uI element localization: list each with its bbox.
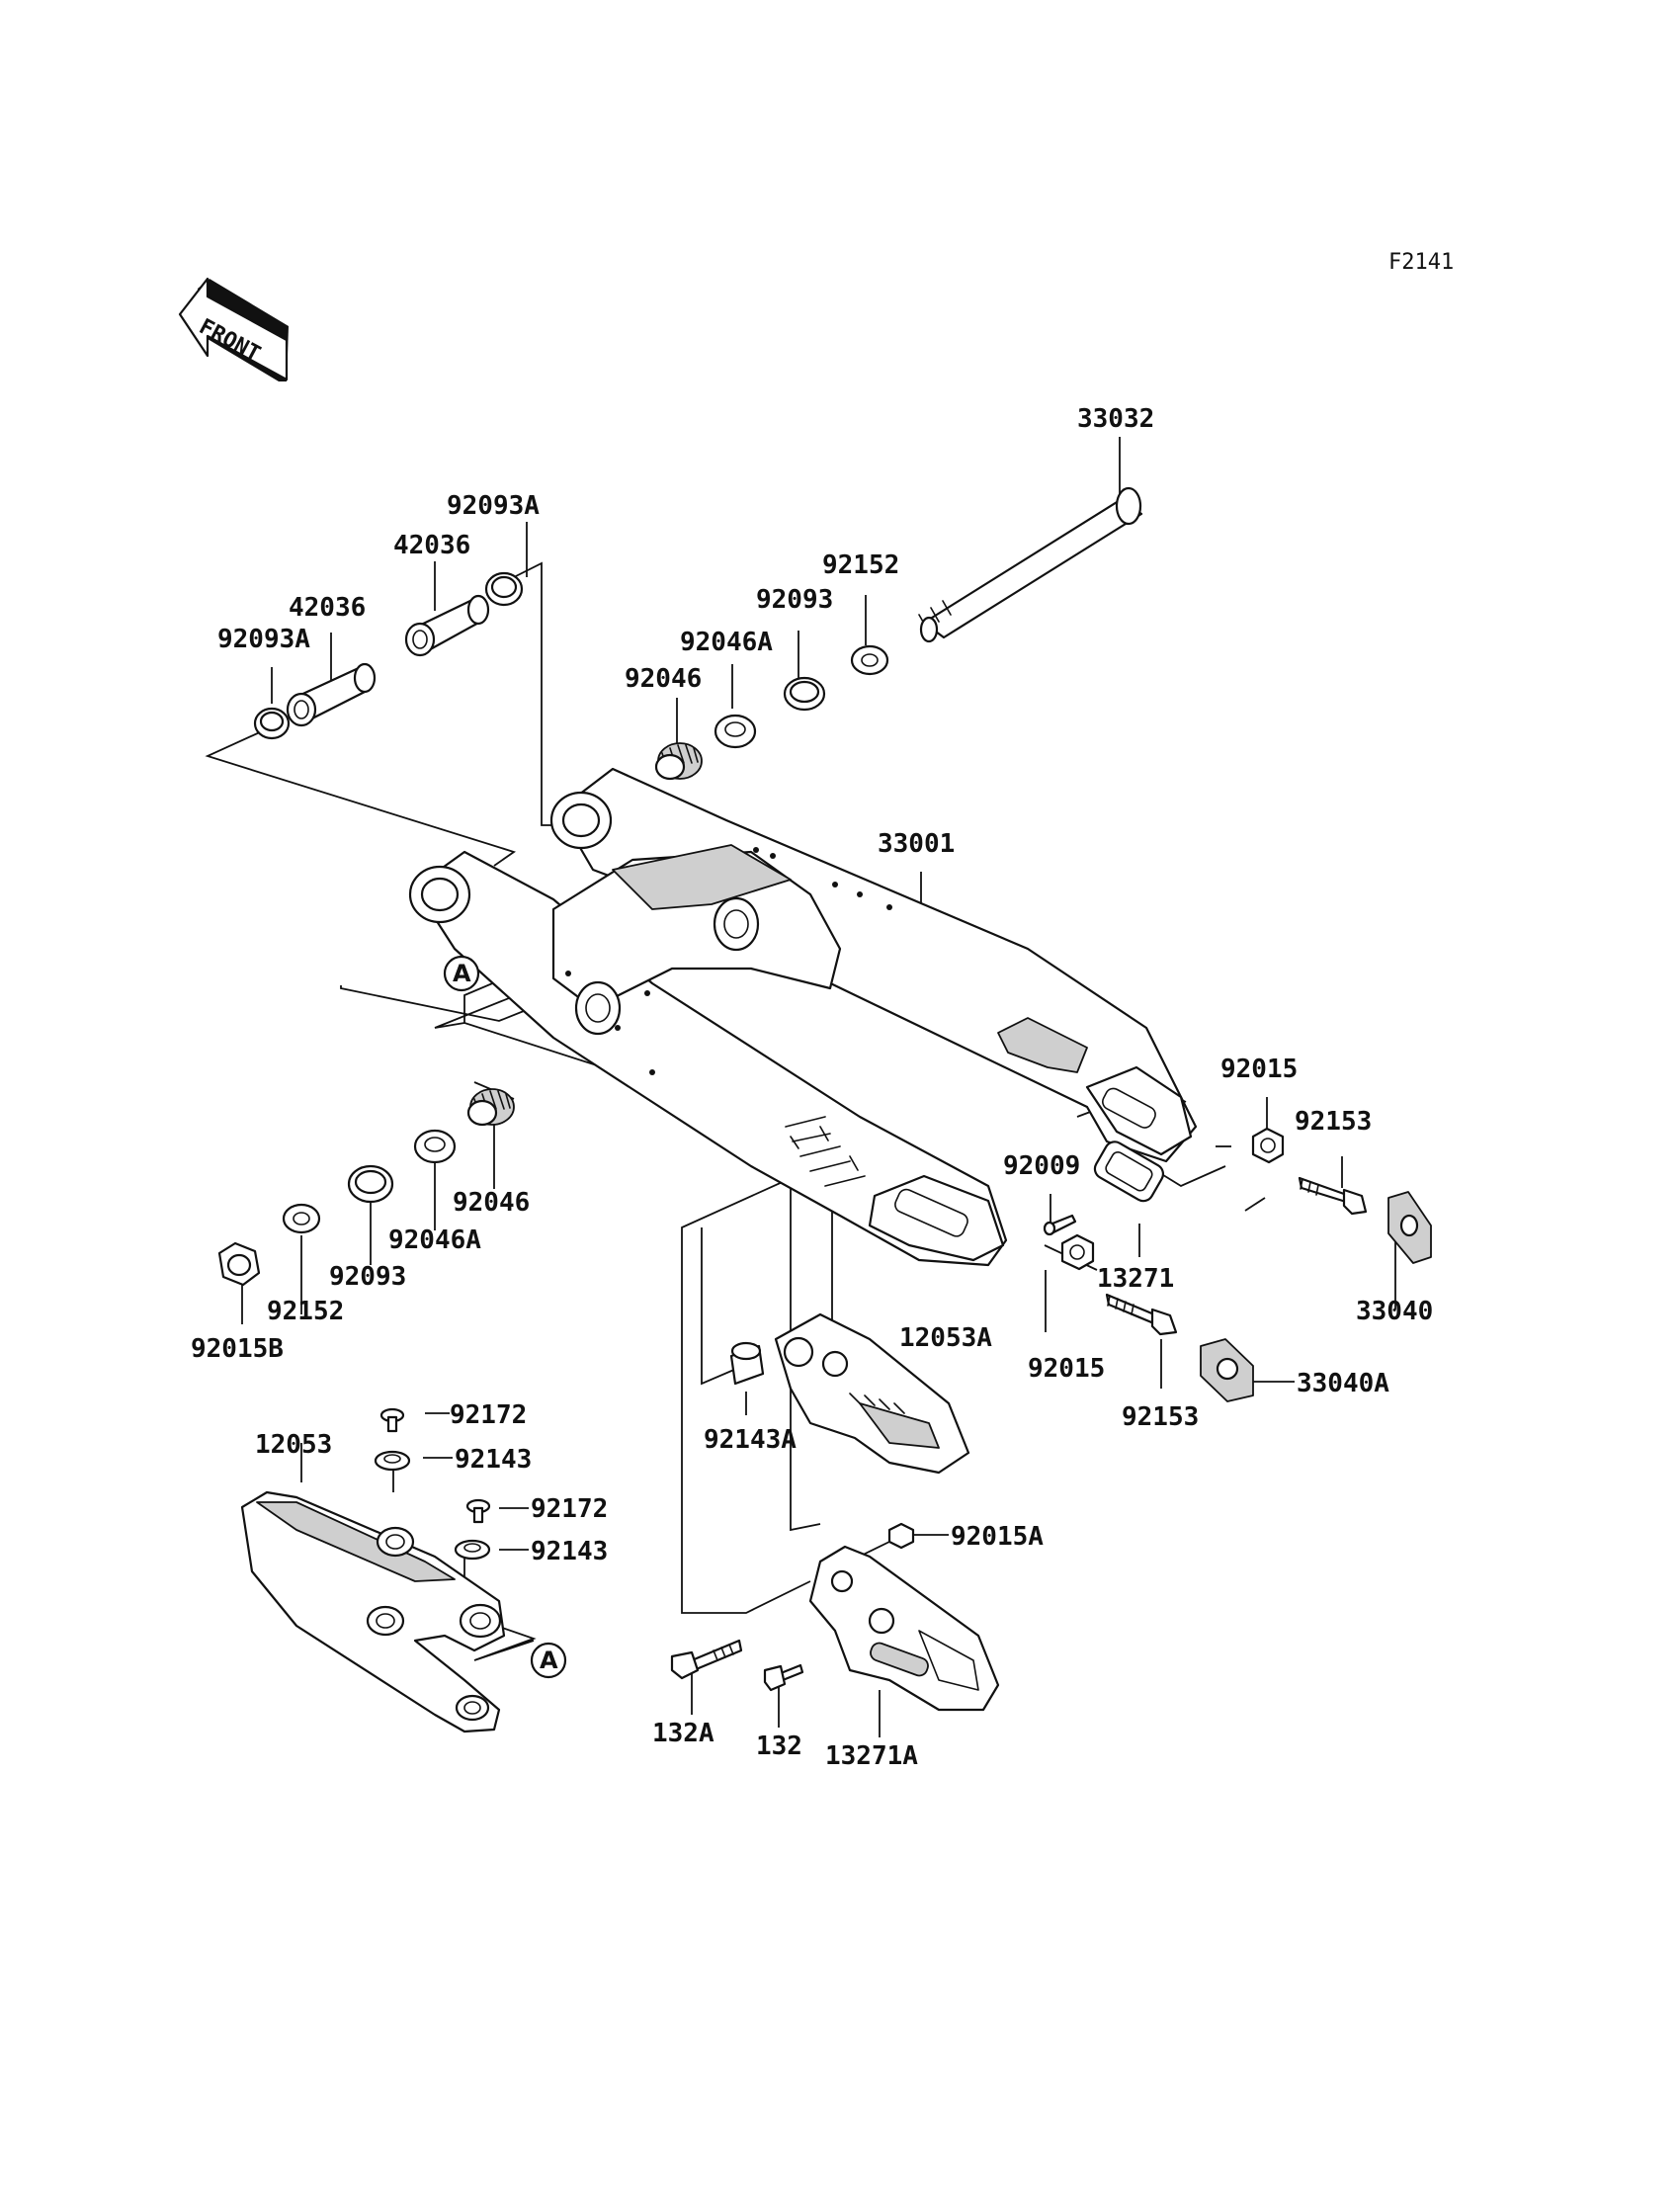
link-12053	[240, 1490, 506, 1733]
label-92093A-top: 92093A	[447, 491, 540, 521]
ref-marker-a-upper: A	[443, 955, 480, 992]
label-92093-low: 92093	[329, 1262, 406, 1292]
label-33040A: 33040A	[1297, 1369, 1389, 1398]
label-92009: 92009	[1003, 1151, 1080, 1181]
bolt-132	[763, 1663, 804, 1692]
nut-92015-right	[1251, 1127, 1285, 1164]
label-92143-a: 92143	[455, 1445, 532, 1475]
label-92152-top: 92152	[822, 550, 899, 580]
sleeve-42036-top	[404, 594, 490, 657]
washer-92152-low	[282, 1203, 321, 1234]
sleeve-42036-mid	[286, 662, 377, 727]
chain-slider-12053A	[774, 1312, 970, 1475]
label-92046-low: 92046	[453, 1188, 530, 1218]
label-132: 132	[756, 1732, 802, 1761]
label-33040: 33040	[1356, 1297, 1433, 1326]
bolt-92009	[1043, 1214, 1077, 1236]
bolt-92172-a	[379, 1407, 405, 1433]
label-13271A: 13271A	[825, 1741, 918, 1771]
label-12053A: 12053A	[899, 1323, 992, 1353]
label-92015B: 92015B	[191, 1334, 284, 1364]
bolt-132A	[670, 1639, 743, 1680]
label-13271: 13271	[1097, 1264, 1174, 1294]
nut-92015B	[217, 1241, 261, 1287]
seal-92093A-left	[253, 707, 291, 740]
needle-bearing-92046-top	[654, 742, 703, 781]
label-42036-top: 42036	[393, 531, 470, 560]
label-92172-a: 92172	[450, 1400, 527, 1430]
part-labels: 33032 92093A 42036 42036 92093A 92152 92…	[191, 404, 1433, 1771]
label-12053: 12053	[255, 1430, 332, 1460]
seal-92093-low	[347, 1164, 394, 1204]
label-92153-mid: 92153	[1122, 1402, 1199, 1432]
needle-bearing-92046-low	[466, 1088, 515, 1127]
collar-92143-a	[374, 1450, 411, 1472]
label-92046A-top: 92046A	[680, 628, 773, 657]
label-92153-right: 92153	[1295, 1107, 1372, 1137]
swingarm-33001	[408, 767, 1198, 1267]
chain-guide-13271A	[808, 1545, 1000, 1712]
ref-marker-a-upper-text: A	[453, 960, 471, 987]
label-92015-right: 92015	[1220, 1055, 1298, 1084]
label-92046A-low: 92046A	[388, 1225, 481, 1255]
bolt-92153-right	[1298, 1176, 1368, 1216]
label-92172-b: 92172	[531, 1494, 608, 1524]
nut-92015A	[887, 1522, 915, 1550]
chain-adjuster-33040A	[1200, 1338, 1254, 1402]
nut-92015-mid	[1060, 1233, 1095, 1271]
label-42036-mid: 42036	[289, 593, 366, 623]
figure-code: F2141	[1388, 250, 1454, 275]
label-33001: 33001	[878, 829, 955, 859]
label-92093A-left: 92093A	[217, 625, 310, 654]
front-arrow-icon: FRONT	[178, 277, 289, 381]
swingarm-pivot-shaft	[918, 486, 1143, 643]
ref-marker-a-lower-text: A	[540, 1647, 558, 1674]
collar-92046A-low	[413, 1129, 457, 1164]
chain-guide-plate-13271	[1093, 1141, 1165, 1203]
collar-92143A	[729, 1341, 765, 1386]
label-92093-top: 92093	[756, 585, 833, 615]
seal-92093-top	[783, 676, 826, 712]
ref-marker-a-lower: A	[530, 1642, 567, 1679]
bolt-92153-mid	[1105, 1293, 1178, 1336]
washer-92152-top	[850, 644, 889, 676]
collar-92046A-top	[714, 714, 757, 749]
label-132A: 132A	[652, 1719, 714, 1748]
label-92152-low: 92152	[267, 1297, 344, 1326]
label-33032: 33032	[1077, 404, 1154, 434]
label-92015A: 92015A	[951, 1522, 1044, 1552]
label-92143A: 92143A	[704, 1425, 797, 1455]
label-92046-top: 92046	[625, 664, 702, 694]
seal-92093A-top	[484, 571, 524, 607]
label-92015-mid: 92015	[1028, 1354, 1105, 1384]
collar-92143-b	[454, 1539, 491, 1561]
bolt-92172-b	[465, 1498, 491, 1524]
chain-adjuster-33040	[1387, 1191, 1432, 1264]
label-92143-b: 92143	[531, 1537, 608, 1566]
